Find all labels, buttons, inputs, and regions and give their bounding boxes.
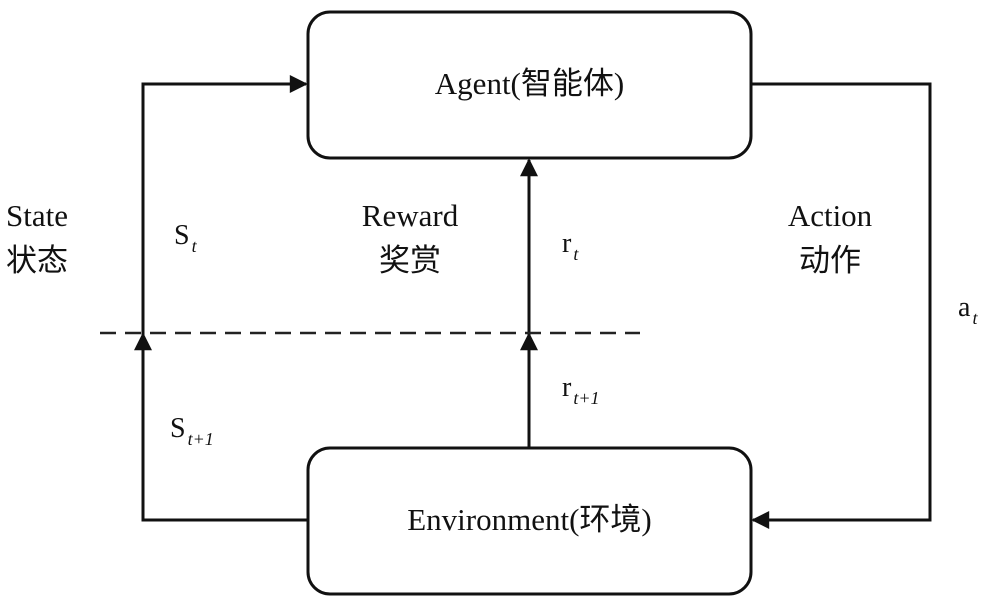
reward-label-en: Reward (361, 198, 459, 233)
state-label-en: State (6, 198, 68, 233)
state-arrow-upper (141, 75, 308, 334)
action-label-en: Action (787, 198, 873, 233)
state-label-zh: 状态 (6, 243, 68, 278)
action-label-zh: 动作 (799, 243, 861, 278)
state-arrow-lower (134, 332, 308, 522)
action-arrow (751, 82, 932, 529)
environment-label: Environment(环境) (407, 502, 652, 537)
reward-label-zh: 奖赏 (379, 243, 441, 278)
agent-label: Agent(智能体) (434, 66, 625, 101)
